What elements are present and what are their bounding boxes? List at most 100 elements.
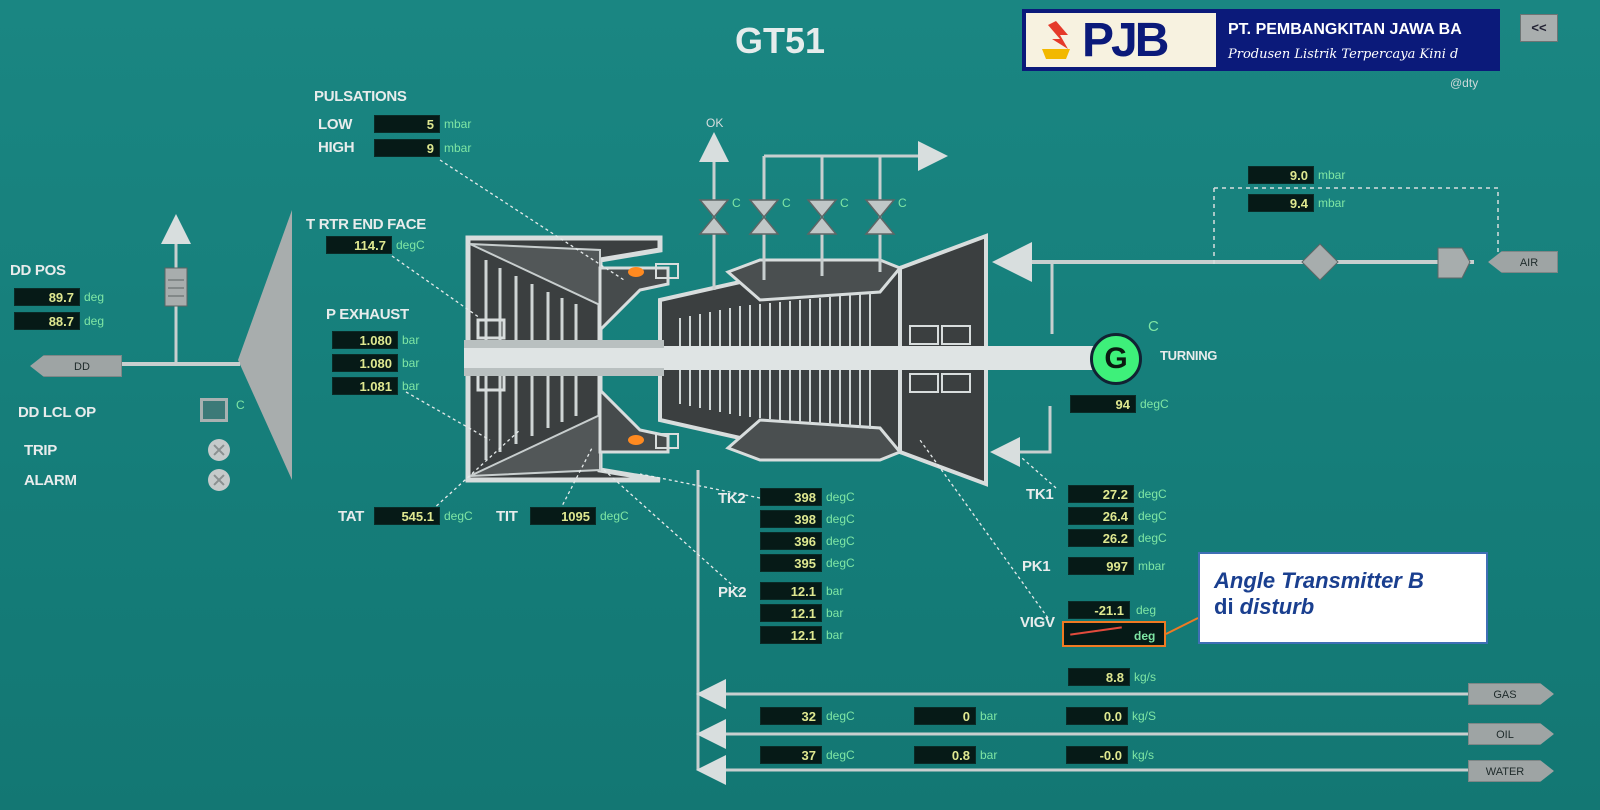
pk2-unit-3: bar: [826, 628, 844, 642]
dd-lcl-op-state: C: [236, 398, 245, 412]
pk2-label: PK2: [718, 584, 747, 601]
combustor-bottom: [598, 386, 670, 454]
p-exhaust-label: P EXHAUST: [326, 306, 409, 323]
p-exhaust-unit-3: bar: [402, 379, 420, 393]
water-temp-unit: degC: [826, 748, 855, 762]
pk2-value-3: 12.1: [760, 626, 822, 644]
oil-temp-unit: degC: [826, 709, 855, 723]
air-button[interactable]: AIR: [1488, 251, 1558, 273]
company-name: PT. PEMBANGKITAN JAWA BA: [1228, 21, 1462, 38]
bleed-valve-1-state: C: [732, 196, 741, 210]
p-exhaust-unit-1: bar: [402, 333, 420, 347]
tk2-label: TK2: [718, 490, 746, 507]
water-button[interactable]: WATER: [1468, 760, 1554, 782]
gas-flow-value: 8.8: [1068, 668, 1130, 686]
tk1-value-1: 27.2: [1068, 485, 1134, 503]
air-dp-unit-1: mbar: [1318, 168, 1346, 182]
tk2-value-1: 398: [760, 488, 822, 506]
pulsations-label: PULSATIONS: [314, 88, 407, 105]
bleed-ok-label: OK: [706, 116, 724, 130]
tk2-value-2: 398: [760, 510, 822, 528]
logo-letters: PJB: [1082, 14, 1169, 67]
tk1-unit-2: degC: [1138, 509, 1167, 523]
oil-pressure-value: 0: [914, 707, 976, 725]
tat-value: 545.1: [374, 507, 440, 525]
callout-line-2-italic: disturb: [1239, 594, 1315, 619]
water-flow-value: -0.0: [1066, 746, 1128, 764]
bleed-valve-1[interactable]: [700, 200, 728, 234]
annotation-callout: Angle Transmitter B di disturb: [1198, 552, 1488, 644]
pk2-value-1: 12.1: [760, 582, 822, 600]
p-exhaust-value-3: 1.081: [332, 377, 398, 395]
pk1-unit: mbar: [1138, 559, 1166, 573]
air-dp-value-2: 9.4: [1248, 194, 1314, 212]
bleed-valve-3[interactable]: [808, 200, 836, 234]
flame-bottom: [628, 435, 644, 445]
p-exhaust-value-2: 1.080: [332, 354, 398, 372]
pulsation-low-label: LOW: [318, 116, 353, 133]
dd-lcl-op-toggle[interactable]: [200, 398, 228, 422]
oil-temp-value: 32: [760, 707, 822, 725]
p-exhaust-unit-2: bar: [402, 356, 420, 370]
exhaust-diffuser: [238, 210, 292, 480]
unit-title: GT51: [734, 20, 826, 61]
air-dp-unit-2: mbar: [1318, 196, 1346, 210]
generator-icon[interactable]: G: [1090, 333, 1142, 385]
dd-button[interactable]: DD: [30, 355, 122, 377]
tk1-value-2: 26.4: [1068, 507, 1134, 525]
dd-pos-unit-2: deg: [84, 314, 105, 328]
gas-flow-unit: kg/s: [1134, 670, 1157, 684]
tk1-unit-1: degC: [1138, 487, 1167, 501]
pulsation-high-unit: mbar: [444, 141, 472, 155]
company-slogan: Produsen Listrik Terpercaya Kini d: [1228, 47, 1459, 62]
alarm-label: ALARM: [24, 472, 77, 489]
tk2-unit-2: degC: [826, 512, 855, 526]
lightning-emblem-icon: [1042, 21, 1070, 59]
callout-line-2-prefix: di: [1214, 594, 1240, 619]
trtr-unit: degC: [396, 238, 425, 252]
flame-top: [628, 267, 644, 277]
generator-temp-value: 94: [1070, 395, 1136, 413]
bleed-valve-4[interactable]: [866, 200, 894, 234]
bleed-valve-4-state: C: [898, 196, 907, 210]
oil-button[interactable]: OIL: [1468, 723, 1554, 745]
dd-pos-value-1: 89.7: [14, 288, 80, 306]
alarm-indicator-icon[interactable]: [208, 469, 230, 491]
bleed-valve-3-state: C: [840, 196, 849, 210]
trip-indicator-icon[interactable]: [208, 439, 230, 461]
pk2-unit-1: bar: [826, 584, 844, 598]
callout-line-2: di disturb: [1214, 594, 1474, 620]
pk1-label: PK1: [1022, 558, 1051, 575]
trtr-label: T RTR END FACE: [306, 216, 426, 233]
p-exhaust-value-1: 1.080: [332, 331, 398, 349]
gas-button[interactable]: GAS: [1468, 683, 1554, 705]
tk2-unit-4: degC: [826, 556, 855, 570]
tk2-value-4: 395: [760, 554, 822, 572]
pulsation-low-unit: mbar: [444, 117, 472, 131]
company-logo: PJB PT. PEMBANGKITAN JAWA BA Produsen Li…: [1022, 9, 1500, 71]
tk1-unit-3: degC: [1138, 531, 1167, 545]
logo-badge: PJB: [1026, 13, 1216, 67]
air-filter: [1301, 243, 1339, 281]
bleed-valve-2[interactable]: [750, 200, 778, 234]
tit-value: 1095: [530, 507, 596, 525]
water-flow-unit: kg/s: [1132, 748, 1155, 762]
dd-pos-value-2: 88.7: [14, 312, 80, 330]
tk1-label: TK1: [1026, 486, 1054, 503]
back-button[interactable]: <<: [1520, 14, 1558, 42]
pk2-value-2: 12.1: [760, 604, 822, 622]
dd-pos-unit-1: deg: [84, 290, 105, 304]
vigv-label: VIGV: [1020, 614, 1055, 631]
dd-lcl-op-label: DD LCL OP: [18, 404, 96, 421]
air-silencer: [1437, 247, 1471, 279]
generator-status: TURNING: [1160, 348, 1218, 363]
dd-pos-label: DD POS: [10, 262, 66, 279]
pulsation-low-value: 5: [374, 115, 440, 133]
generator-temp-unit: degC: [1140, 397, 1169, 411]
vigv-b-value-highlight: deg: [1062, 621, 1166, 647]
tat-label: TAT: [338, 508, 365, 525]
rotor-shaft: [464, 346, 1094, 370]
tk2-value-3: 396: [760, 532, 822, 550]
